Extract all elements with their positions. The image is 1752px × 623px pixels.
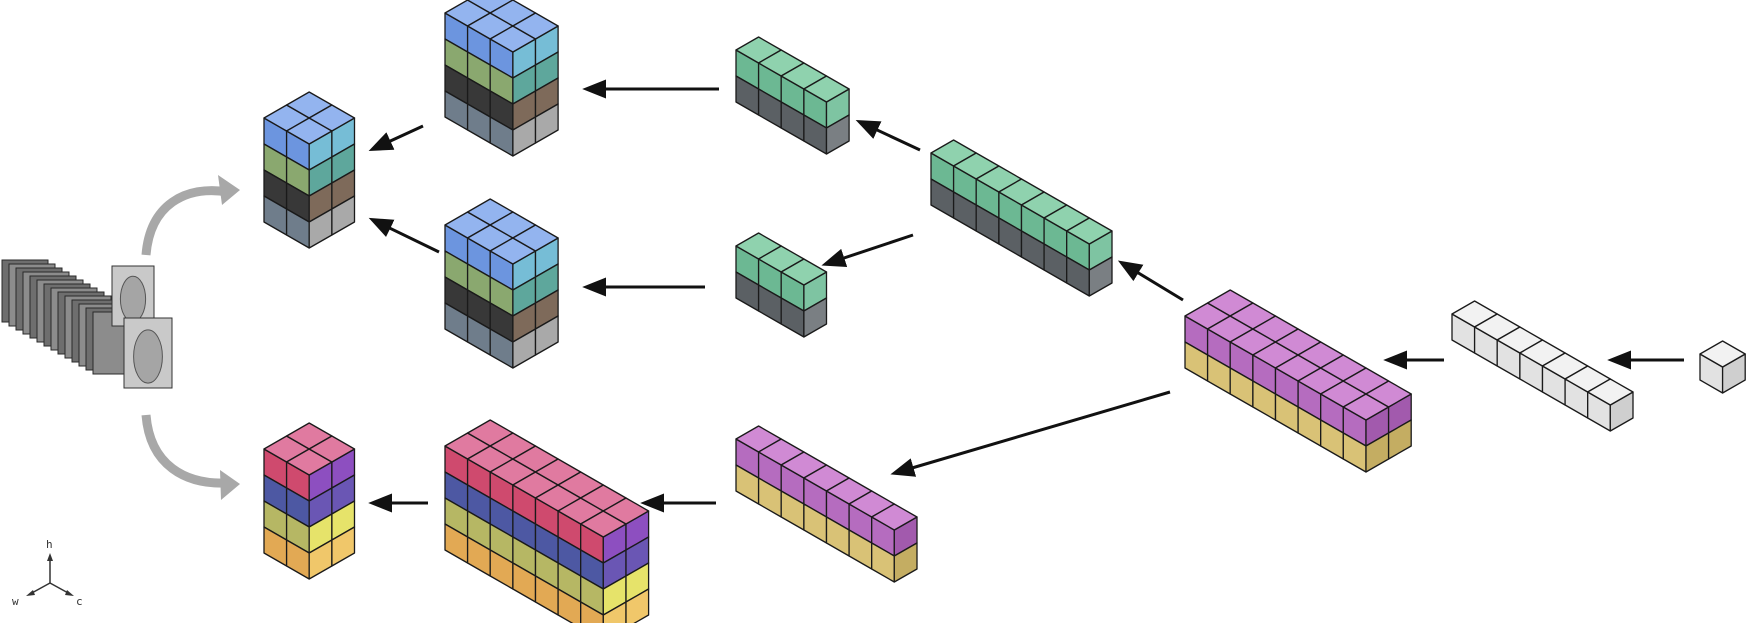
arrow-fused-to-green-strip	[1117, 260, 1184, 302]
arrow-green-strip-to-block-mid	[821, 233, 914, 268]
axis-label-w: w	[12, 595, 19, 608]
wide-block-bottom	[444, 419, 650, 623]
arrows	[368, 79, 1684, 513]
arrow-green-strip-to-block-top	[855, 119, 921, 152]
curved-arrow-bottom	[141, 414, 240, 500]
cube-row	[1451, 300, 1634, 432]
green-block-top	[735, 36, 850, 155]
axis-legend: h w c	[12, 538, 83, 608]
output-block-bottom	[263, 422, 356, 580]
arrow-fused-to-magenta-strip	[890, 390, 1171, 477]
single-cube	[1699, 340, 1746, 394]
fused-strip	[1184, 289, 1412, 473]
arrow-tall-mid-to-output	[368, 217, 440, 254]
magenta-strip	[735, 425, 918, 583]
curved-arrow-top	[141, 175, 240, 256]
axis-label-c: c	[76, 595, 83, 608]
green-block-mid	[735, 232, 828, 338]
output-block-top	[263, 91, 356, 249]
tall-block-top	[444, 0, 559, 157]
face-image-stack	[1, 259, 173, 389]
tall-block-mid	[444, 198, 559, 369]
green-strip	[930, 139, 1113, 297]
arrow-tall-top-to-output	[368, 124, 424, 152]
axis-label-h: h	[46, 538, 53, 551]
